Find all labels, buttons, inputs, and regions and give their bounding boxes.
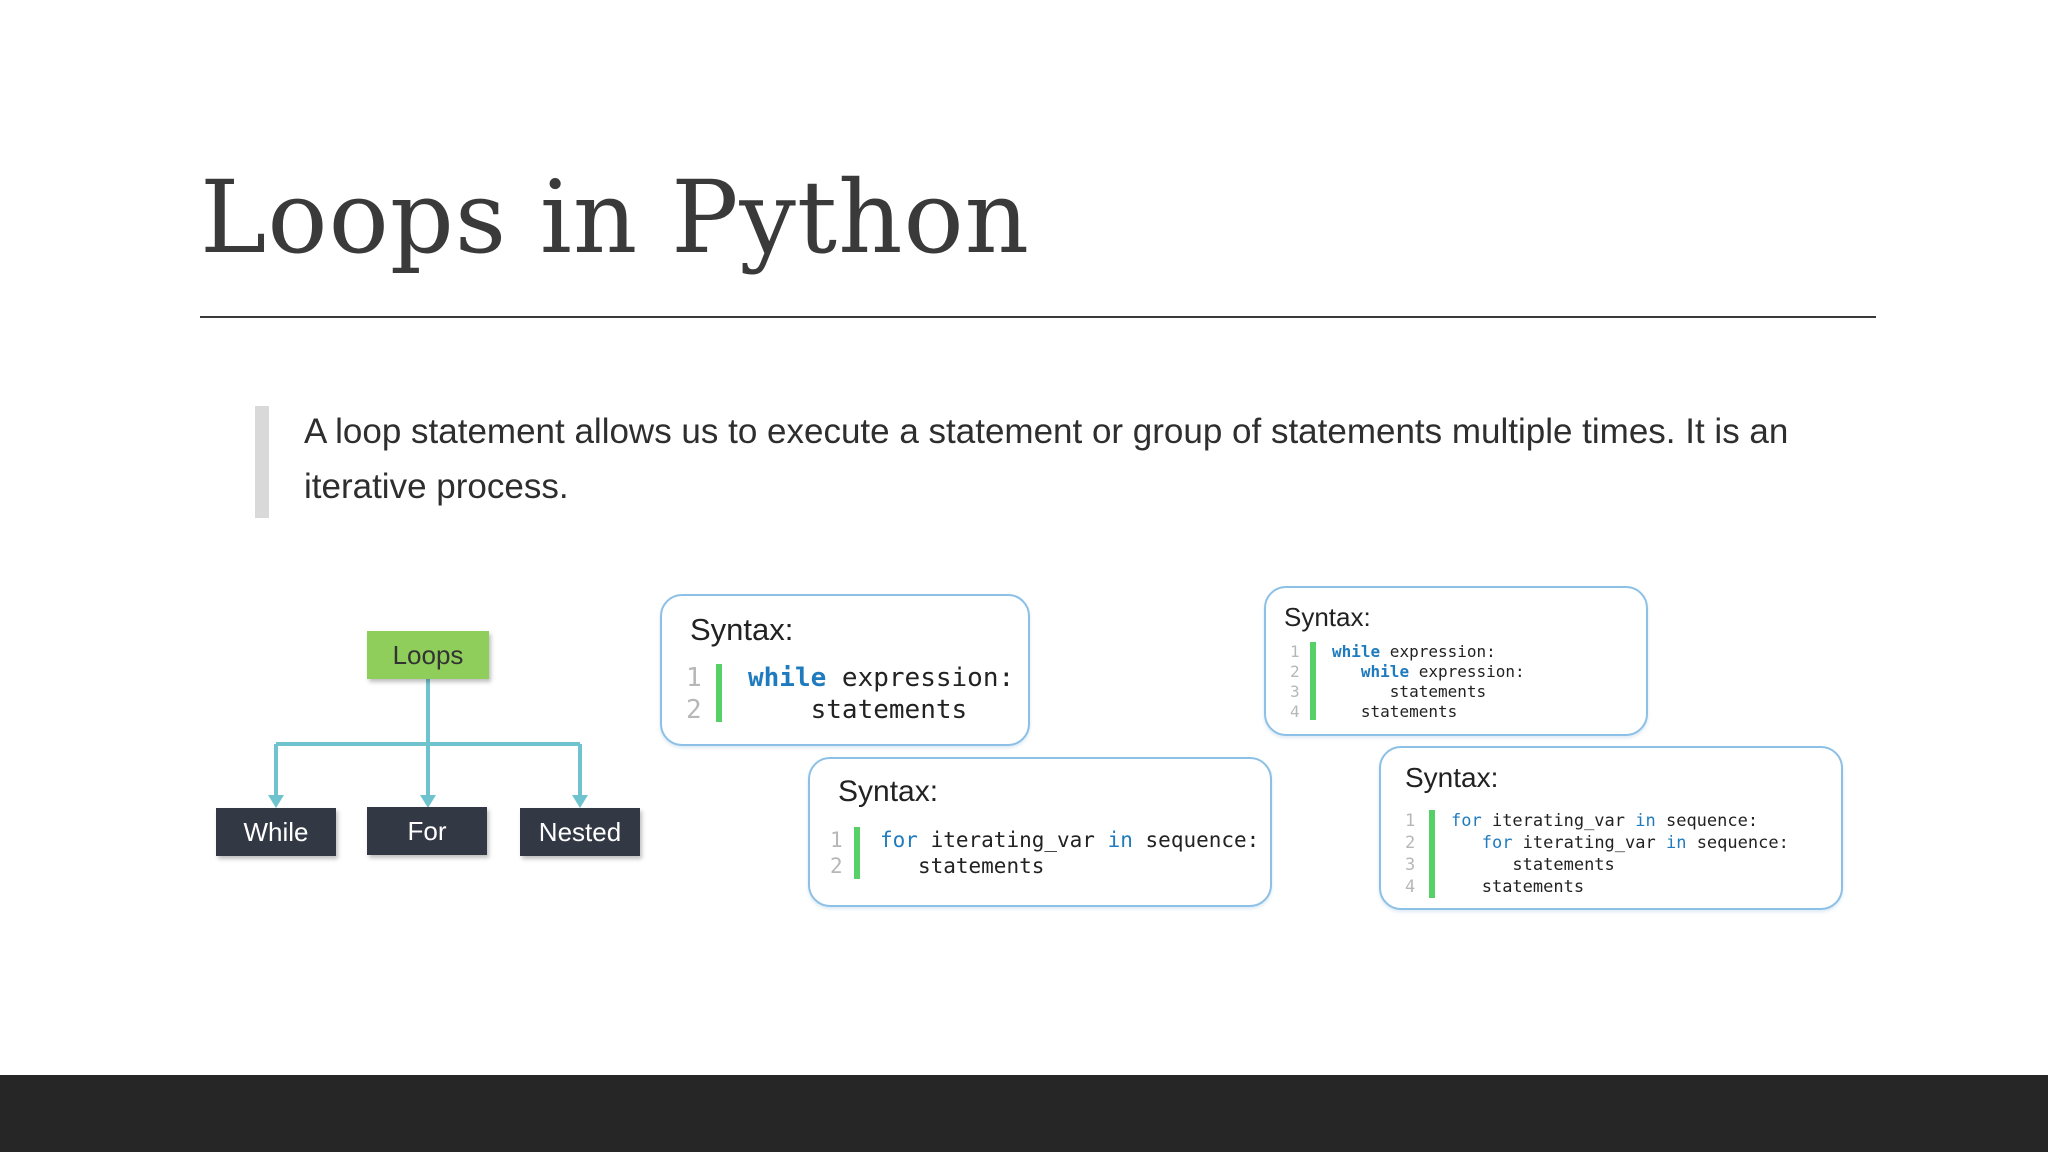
code-gutter-bar (1429, 810, 1435, 898)
tree-node-while: While (216, 808, 336, 856)
syntax-heading: Syntax: (690, 612, 794, 647)
tree-node-nested: Nested (520, 808, 640, 856)
code-gutter-bar (716, 664, 722, 722)
syntax-heading: Syntax: (1405, 762, 1499, 793)
code-line: 4 statements (1290, 702, 1458, 721)
quote-accent-bar (255, 406, 269, 518)
tree-connectors (268, 679, 588, 808)
code-line: 2 statements (830, 854, 1045, 878)
tree-node-loops: Loops (367, 631, 489, 679)
arrowhead-middle (420, 795, 436, 808)
loops-tree-diagram: Loops While For Nested (210, 625, 650, 865)
code-line: 4 statements (1405, 877, 1585, 897)
quote-text: A loop statement allows us to execute a … (304, 412, 1789, 506)
syntax-heading: Syntax: (1284, 602, 1371, 632)
code-line: 2 while expression: (1290, 662, 1525, 681)
code-gutter-bar (1310, 642, 1316, 720)
code-line: 2 statements (686, 695, 968, 725)
syntax-heading: Syntax: (838, 775, 939, 808)
code-line: 3 statements (1405, 855, 1615, 875)
code-gutter-bar (854, 827, 860, 879)
title-divider (200, 316, 1876, 318)
arrowhead-right (572, 795, 588, 808)
arrowhead-left (268, 795, 284, 808)
slide-title: Loops in Python (200, 159, 1031, 276)
code-line: 2 for iterating_var in sequence: (1405, 833, 1789, 853)
code-line: 3 statements (1290, 682, 1487, 701)
tree-node-for: For (367, 807, 487, 855)
footer-bar (0, 1075, 2048, 1152)
